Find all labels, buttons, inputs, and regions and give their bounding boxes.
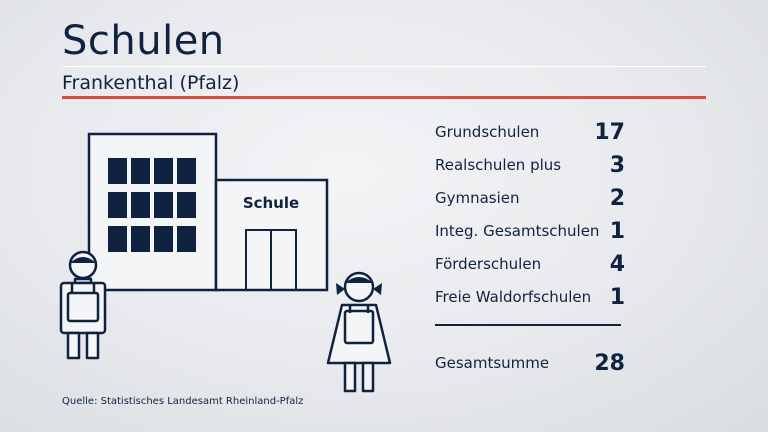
stat-row-waldorfschulen: Freie Waldorfschulen 1 — [435, 280, 625, 310]
stat-label: Freie Waldorfschulen — [435, 288, 592, 306]
page-subtitle: Frankenthal (Pfalz) — [62, 72, 240, 94]
total-label: Gesamtsumme — [435, 354, 550, 372]
source-note: Quelle: Statistisches Landesamt Rheinlan… — [62, 396, 304, 407]
girl-student-icon — [326, 271, 392, 393]
stat-label: Realschulen plus — [435, 156, 562, 174]
total-value: 28 — [594, 351, 625, 376]
stat-row-realschulen-plus: Realschulen plus 3 — [435, 148, 625, 178]
stat-row-foerderschulen: Förderschulen 4 — [435, 247, 625, 277]
stat-row-gesamtschulen: Integ. Gesamtschulen 1 — [435, 214, 625, 244]
stat-label: Förderschulen — [435, 255, 542, 273]
stat-label: Integ. Gesamtschulen — [435, 222, 600, 240]
title-divider — [62, 66, 706, 67]
boy-student-icon — [59, 250, 107, 360]
total-divider — [435, 324, 621, 326]
stat-value: 1 — [609, 285, 625, 310]
stat-label: Grundschulen — [435, 123, 540, 141]
stat-value: 4 — [609, 252, 625, 277]
stat-row-gymnasien: Gymnasien 2 — [435, 181, 625, 211]
stat-row-grundschulen: Grundschulen 17 — [435, 115, 625, 145]
page-title: Schulen — [62, 18, 225, 64]
stat-value: 1 — [609, 219, 625, 244]
school-building-icon: Schule — [87, 132, 329, 292]
stat-label: Gymnasien — [435, 189, 520, 207]
stat-value: 17 — [594, 120, 625, 145]
stat-value: 2 — [609, 186, 625, 211]
stat-value: 3 — [609, 153, 625, 178]
building-sign: Schule — [243, 194, 299, 212]
school-illustration: Schule — [59, 132, 392, 393]
stat-row-total: Gesamtsumme 28 — [435, 346, 625, 376]
accent-divider — [62, 96, 706, 99]
